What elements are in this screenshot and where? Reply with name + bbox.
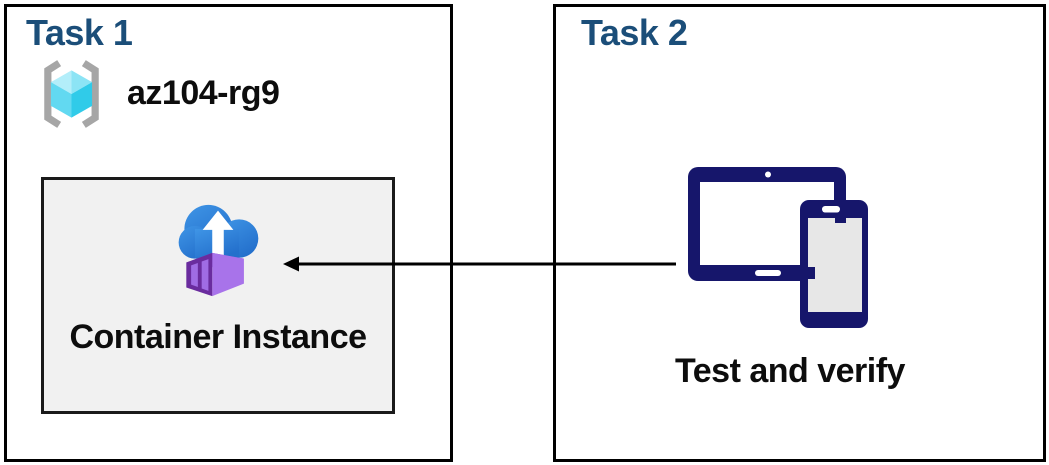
resource-group-icon: [33, 58, 110, 135]
container-instance-icon: [170, 197, 266, 310]
task1-title: Task 1: [26, 12, 133, 53]
connector-arrow-icon: [280, 252, 680, 281]
container-instance-label: Container Instance: [69, 318, 367, 356]
task2-title: Task 2: [581, 12, 688, 53]
devices-icon: [685, 162, 871, 335]
resource-group-name: az104-rg9: [127, 74, 280, 112]
task2-label: Test and verify: [675, 352, 905, 390]
container-instance-box: [41, 177, 395, 414]
